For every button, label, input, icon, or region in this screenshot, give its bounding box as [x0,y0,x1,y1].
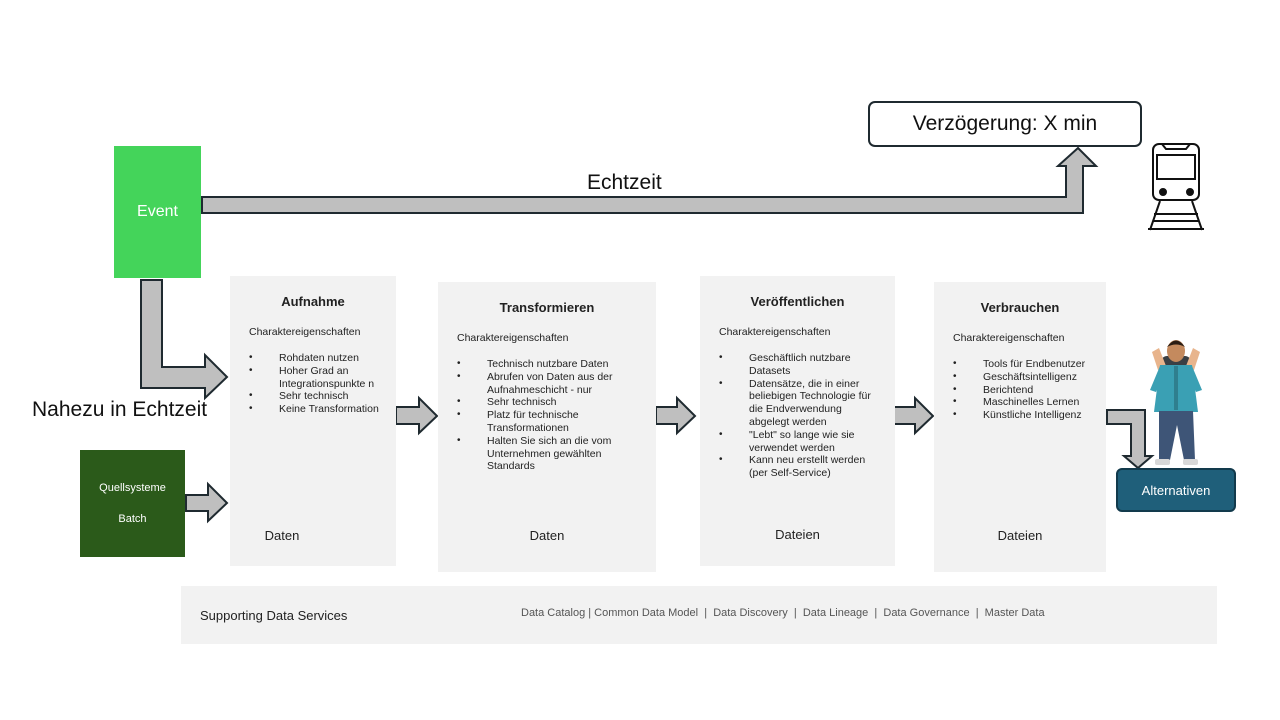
stage-title: Veröffentlichen [750,294,845,309]
list-item: Hoher Grad an Integrationspunkte n [249,365,379,391]
supporting-services-bar: Supporting Data Services Data Catalog | … [181,586,1217,644]
realtime-arrow [201,146,1099,214]
stage-arrow-1 [395,395,439,436]
stage-items: Technisch nutzbare Daten Abrufen von Dat… [457,358,632,473]
stage-footer: Dateien [997,528,1043,543]
stage-arrow-2 [655,395,697,436]
stage-subtitle: Charaktereigenschaften [249,326,361,338]
stage-subtitle: Charaktereigenschaften [719,326,831,338]
train-icon [1148,143,1204,231]
stage-items: Rohdaten nutzen Hoher Grad an Integratio… [249,352,379,416]
list-item: Rohdaten nutzen [249,352,379,365]
batch-label: Batch [118,513,147,525]
supporting-services-list: Data Catalog | Common Data Model | Data … [521,607,1045,619]
alternatives-label: Alternativen [1141,482,1211,498]
stage-items: Tools für Endbenutzer Geschäftsintellige… [953,358,1093,422]
delay-label: Verzögerung: X min [912,112,1098,135]
stage-arrow-3 [893,395,935,436]
stage-footer: Daten [264,528,300,543]
list-item: Maschinelles Lernen [953,396,1093,409]
stage-subtitle: Charaktereigenschaften [953,332,1065,344]
delay-box: Verzögerung: X min [868,101,1142,147]
source-systems-label: Quellsysteme [99,482,166,494]
list-item: Sehr technisch [457,396,632,409]
list-item: "Lebt" so lange wie sie verwendet werden [719,429,879,455]
stage-footer: Dateien [775,527,820,542]
stage-footer: Daten [529,528,565,543]
stage-subtitle: Charaktereigenschaften [457,332,569,344]
list-item: Kann neu erstellt werden (per Self-Servi… [719,454,879,480]
list-item: Keine Transformation [249,403,379,416]
realtime-label: Echtzeit [587,171,662,194]
list-item: Berichtend [953,384,1093,397]
list-item: Geschäftsintelligenz [953,371,1093,384]
supporting-services-title: Supporting Data Services [200,608,348,623]
batch-arrow [185,481,229,524]
list-item: Datensätze, die in einer beliebigen Tech… [719,378,879,429]
stage-aufnahme: Aufnahme Charaktereigenschaften Rohdaten… [230,276,396,566]
person-illustration [1150,340,1202,465]
stage-items: Geschäftlich nutzbare Datasets Datensätz… [719,352,879,480]
stage-title: Aufnahme [281,294,345,309]
stage-title: Verbrauchen [980,300,1060,315]
list-item: Technisch nutzbare Daten [457,358,632,371]
stage-transformieren: Transformieren Charaktereigenschaften Te… [438,282,656,572]
event-box: Event [114,146,201,278]
list-item: Geschäftlich nutzbare Datasets [719,352,879,378]
list-item: Platz für technische Transformationen [457,409,632,435]
near-realtime-arrow [140,279,229,401]
consume-arrow [1106,409,1155,470]
stage-verbrauchen: Verbrauchen Charaktereigenschaften Tools… [934,282,1106,572]
stage-veroeffentlichen: Veröffentlichen Charaktereigenschaften G… [700,276,895,566]
list-item: Tools für Endbenutzer [953,358,1093,371]
list-item: Künstliche Intelligenz [953,409,1093,422]
source-systems-box: Quellsysteme Batch [80,450,185,557]
near-realtime-label: Nahezu in Echtzeit [32,398,208,421]
list-item: Sehr technisch [249,390,379,403]
alternatives-box: Alternativen [1116,468,1236,512]
event-label: Event [137,203,178,220]
stage-title: Transformieren [499,300,595,315]
list-item: Halten Sie sich an die vom Unternehmen g… [457,435,632,473]
list-item: Abrufen von Daten aus der Aufnahmeschich… [457,371,632,397]
